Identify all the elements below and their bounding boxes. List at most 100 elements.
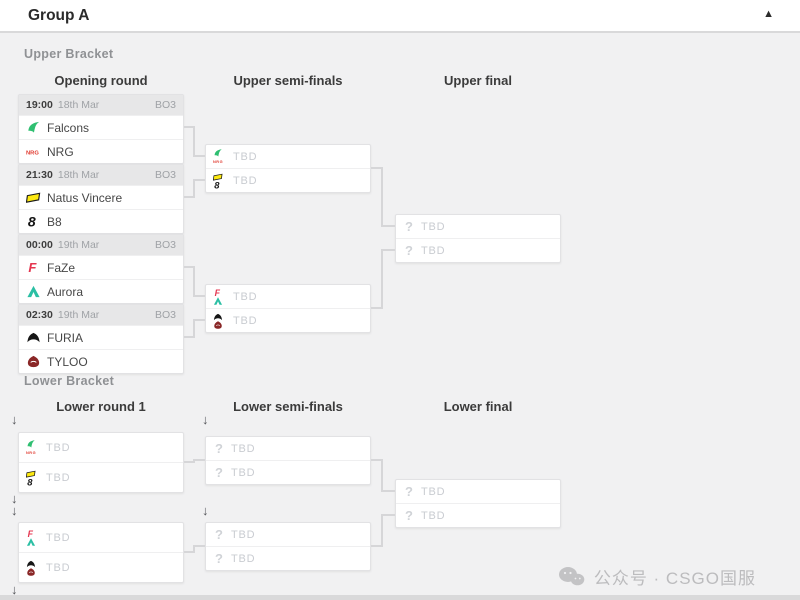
match-date: 18th Mar xyxy=(57,99,100,111)
team-row[interactable]: Falcons xyxy=(19,115,183,139)
team-row[interactable]: FURIA xyxy=(19,325,183,349)
connector-line xyxy=(381,514,395,516)
match-header: 02:30 19th Mar BO3 xyxy=(19,305,183,325)
svg-text:F: F xyxy=(215,288,221,298)
tbd-slot: ? TBD xyxy=(206,546,370,570)
connector-line xyxy=(184,551,195,553)
navi-logo xyxy=(213,173,227,181)
collapse-caret-icon[interactable]: ▲ xyxy=(763,8,774,20)
team-row[interactable]: Aurora xyxy=(19,279,183,303)
team-row[interactable]: NRG NRG xyxy=(19,139,183,163)
tbd-slot: TBD xyxy=(206,308,370,332)
question-icon: ? xyxy=(405,243,413,258)
faze-logo: F xyxy=(26,260,41,275)
tbd-slot: ? TBD xyxy=(396,480,560,503)
tbd-label: TBD xyxy=(233,174,258,187)
possible-team-logos: F xyxy=(213,288,227,305)
possible-team-logos: 8 xyxy=(213,173,227,190)
b8-logo: 8 xyxy=(26,214,41,229)
tbd-slot: NRG TBD xyxy=(19,433,183,462)
match-card: 00:00 19th Mar BO3 F FaZe Aurora xyxy=(18,234,184,304)
section-label-lower: Lower Bracket xyxy=(24,374,115,388)
connector-line xyxy=(381,459,383,492)
connector-line xyxy=(381,490,395,492)
match-format: BO3 xyxy=(154,169,176,181)
question-icon: ? xyxy=(215,527,223,542)
svg-text:F: F xyxy=(28,529,34,539)
tbd-slot: NRG TBD xyxy=(206,145,370,168)
connector-line xyxy=(371,545,382,547)
match-date: 19th Mar xyxy=(57,309,100,321)
possible-team-logos: 8 xyxy=(26,470,40,487)
tbd-label: TBD xyxy=(421,485,446,498)
column-header-opening-round: Opening round xyxy=(54,73,148,88)
match-card-tbd: ? TBD ? TBD xyxy=(395,214,561,263)
connector-line xyxy=(381,249,383,309)
tbd-slot: F TBD xyxy=(19,523,183,552)
tbd-label: TBD xyxy=(46,531,71,544)
connector-line xyxy=(381,225,395,227)
connector-line xyxy=(381,249,395,251)
tbd-label: TBD xyxy=(231,466,256,479)
question-icon: ? xyxy=(405,484,413,499)
column-header-lower-final: Lower final xyxy=(443,399,513,414)
tbd-slot: F TBD xyxy=(206,285,370,308)
question-icon: ? xyxy=(405,219,413,234)
nrg-logo: NRG xyxy=(26,448,40,456)
match-header: 21:30 18th Mar BO3 xyxy=(19,165,183,185)
svg-text:8: 8 xyxy=(214,180,220,190)
tbd-slot: 8 TBD xyxy=(206,168,370,192)
match-date: 18th Mar xyxy=(57,169,100,181)
team-name: Natus Vincere xyxy=(47,190,123,205)
possible-team-logos: NRG xyxy=(213,148,227,165)
furia-logo xyxy=(26,560,40,568)
drop-arrow-icon: ↓ xyxy=(202,503,209,518)
match-format: BO3 xyxy=(154,99,176,111)
column-header-lower-semi-finals: Lower semi-finals xyxy=(233,399,343,414)
b8-logo: 8 xyxy=(213,180,227,190)
team-row[interactable]: 8 B8 xyxy=(19,209,183,233)
column-header-upper-semi-finals: Upper semi-finals xyxy=(233,73,343,88)
falcons-logo xyxy=(26,439,40,448)
tbd-label: TBD xyxy=(231,528,256,541)
team-row[interactable]: TYLOO xyxy=(19,349,183,373)
question-icon: ? xyxy=(215,465,223,480)
connector-line xyxy=(184,266,195,268)
match-header: 19:00 18th Mar BO3 xyxy=(19,95,183,115)
team-name: B8 xyxy=(47,214,62,229)
wechat-icon xyxy=(558,566,585,587)
possible-team-logos xyxy=(26,560,40,576)
match-time: 02:30 xyxy=(26,309,53,321)
furia-logo xyxy=(213,313,227,321)
match-time: 19:00 xyxy=(26,99,53,111)
connector-line xyxy=(184,336,195,338)
connector-line xyxy=(184,461,195,463)
svg-text:NRG: NRG xyxy=(213,158,223,163)
tbd-label: TBD xyxy=(231,442,256,455)
tbd-slot: ? TBD xyxy=(396,503,560,527)
match-card-tbd: F TBD TBD xyxy=(18,522,184,583)
possible-team-logos xyxy=(213,313,227,329)
team-name: Aurora xyxy=(47,284,84,299)
match-card-tbd: NRG TBD 8 TBD xyxy=(205,144,371,193)
drop-arrow-icon: ↓ xyxy=(11,491,18,506)
match-date: 19th Mar xyxy=(57,239,100,251)
tyloo-logo xyxy=(213,320,227,329)
connector-line xyxy=(371,167,382,169)
group-header xyxy=(0,0,800,33)
match-card-tbd: F TBD TBD xyxy=(205,284,371,333)
navi-logo xyxy=(26,190,41,205)
team-row[interactable]: Natus Vincere xyxy=(19,185,183,209)
tbd-slot: ? TBD xyxy=(206,523,370,546)
connector-line xyxy=(193,295,205,297)
match-card-tbd: ? TBD ? TBD xyxy=(205,436,371,485)
match-card-tbd: ? TBD ? TBD xyxy=(205,522,371,571)
faze-logo: F xyxy=(26,529,40,539)
team-row[interactable]: F FaZe xyxy=(19,255,183,279)
aurora-logo xyxy=(26,537,40,546)
connector-line xyxy=(193,545,195,553)
tbd-label: TBD xyxy=(233,150,258,163)
tbd-label: TBD xyxy=(421,220,446,233)
svg-text:8: 8 xyxy=(27,477,33,487)
